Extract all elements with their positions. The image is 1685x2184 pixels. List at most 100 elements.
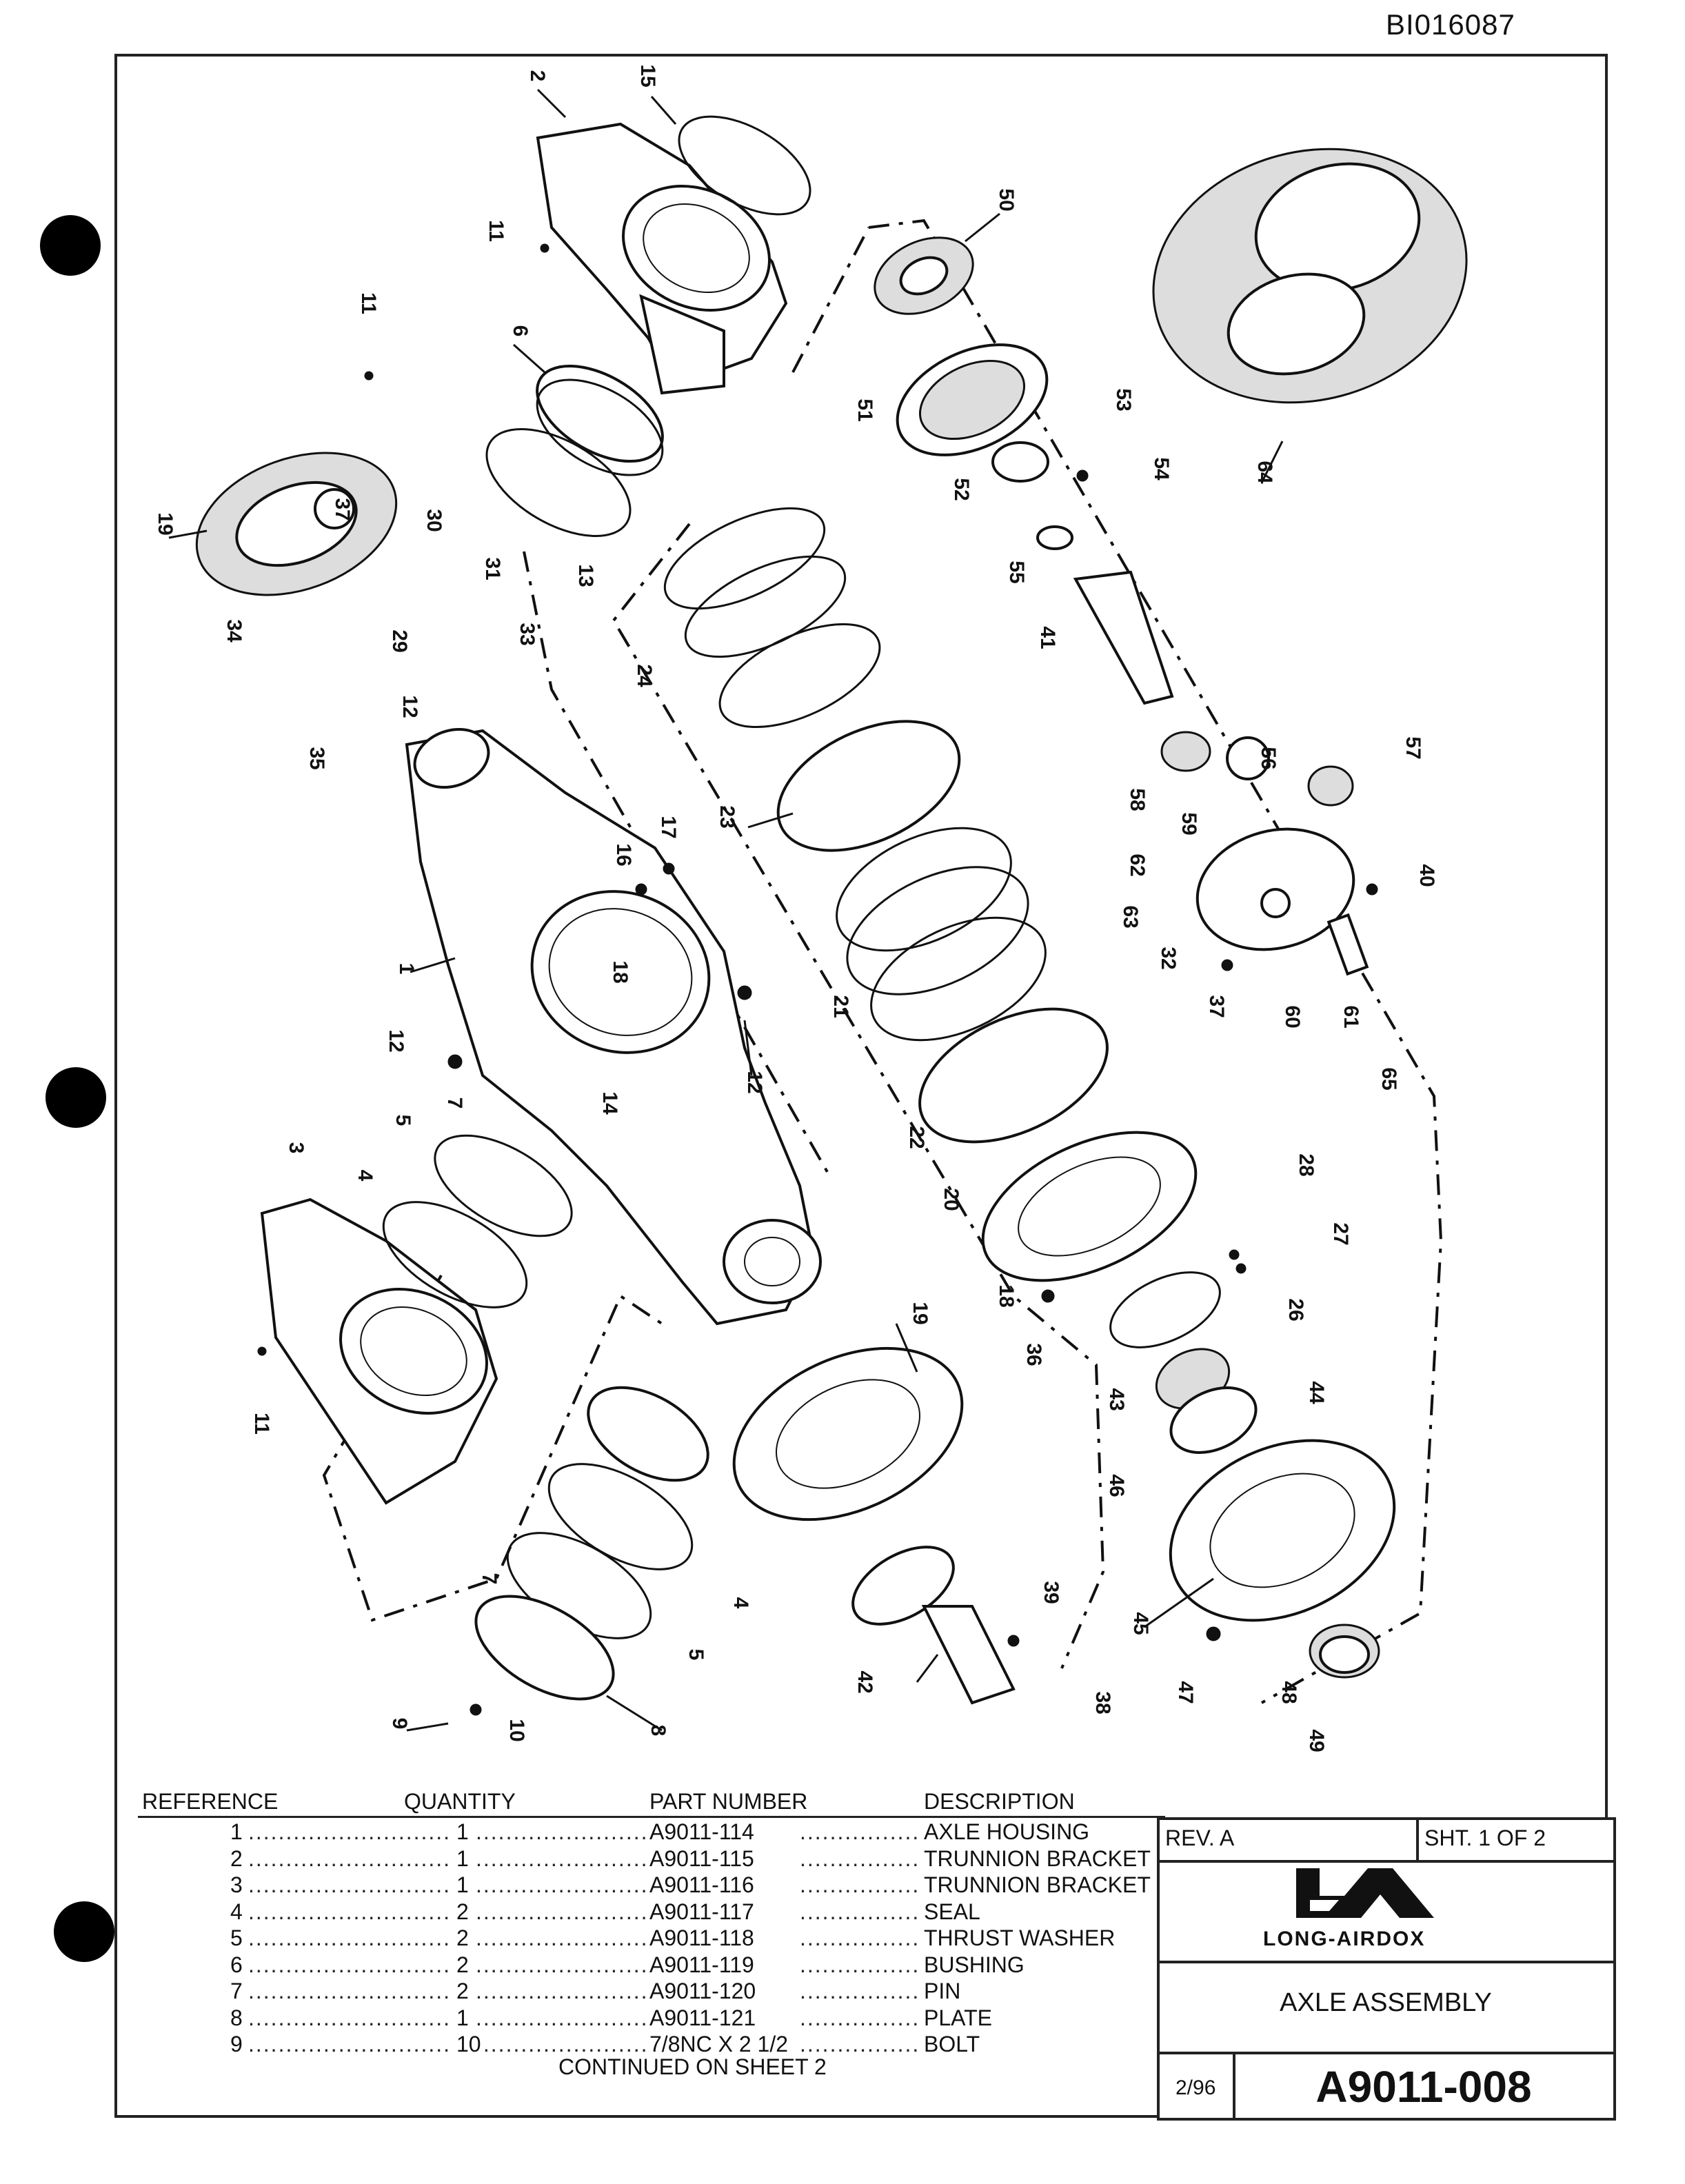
callout-63: 63 [1119,905,1142,928]
callout-2: 2 [526,70,549,82]
drawing-frame [114,54,1608,2118]
callout-21: 21 [829,995,852,1018]
callout-1: 1 [395,963,418,975]
callout-23: 23 [716,805,738,828]
fasteners [257,243,1378,1716]
callout-19: 19 [154,512,176,535]
callout-57: 57 [1402,736,1424,759]
row-part-number: A9011-119 [649,1952,756,1977]
callout-29: 29 [388,629,411,652]
seal-ring-24a [663,507,826,610]
callout-45: 45 [1129,1612,1152,1635]
callout-8: 8 [647,1725,669,1737]
row-part-number: A9011-115 [649,1846,756,1871]
callout-28: 28 [1295,1153,1318,1176]
callout-22: 22 [905,1126,928,1149]
callout-12: 12 [385,1029,407,1052]
parts-row: ........................................… [138,1845,1165,1871]
seal-ring-15 [678,115,811,216]
drawing-title: AXLE ASSEMBLY [1280,1988,1492,2017]
punch-hole-middle [46,1067,106,1128]
callout-34: 34 [223,619,245,643]
row-description: PLATE [924,2005,993,2030]
row-description: TRUNNION BRACKET [924,1846,1152,1871]
callout-17: 17 [657,816,680,838]
callout-53: 53 [1112,388,1135,411]
callout-50: 50 [995,188,1018,211]
callout-41: 41 [1036,626,1059,649]
callout-40: 40 [1415,864,1438,887]
callout-35: 35 [305,747,328,769]
row-description: TRUNNION BRACKET [924,1872,1152,1898]
leader-dots: ........................................… [476,1979,648,2003]
leader-dots: ........................................… [476,1925,648,1950]
callout-18: 18 [995,1284,1018,1307]
row-part-number: A9011-121 [649,2005,758,2030]
callout-37: 37 [1205,995,1228,1018]
drawing-number: A9011-008 [1315,2062,1532,2112]
callout-43: 43 [1105,1388,1128,1410]
callout-12: 12 [398,695,421,718]
row-reference: 3 [229,1872,244,1898]
row-part-number: A9011-116 [649,1872,756,1898]
callout-6: 6 [509,325,532,337]
phantom-line-upper [868,219,1443,1704]
parts-list-header: REFERENCE QUANTITY PART NUMBER DESCRIPTI… [138,1788,1165,1818]
header-description: DESCRIPTION [924,1789,1075,1814]
phantom-line-lower [523,551,829,1173]
row-quantity: 2 [455,1899,470,1924]
callout-30: 30 [423,509,445,532]
leader-dots: ........................................… [800,1925,921,1950]
callout-9: 9 [388,1718,411,1730]
row-quantity: 1 [455,2005,470,2030]
leader-dots: ........................................… [800,1952,921,1977]
leader-dots: ........................................… [800,2032,921,2056]
leader-dots: ........................................… [248,1979,450,2003]
callout-56: 56 [1257,747,1280,769]
row-quantity: 10 [455,2032,483,2057]
callout-47: 47 [1174,1681,1197,1703]
leader-lines [168,88,1284,1732]
leader-dots: ........................................… [800,1899,921,1924]
leader-dots: ........................................… [476,1846,648,1871]
callout-27: 27 [1329,1222,1352,1245]
ring-gear-51 [896,343,1049,456]
callout-31: 31 [481,557,504,580]
leader-dots: ........................................… [248,2005,450,2030]
wheel-hub [1169,1439,1396,1622]
phantom-line-center [612,523,1105,1669]
callout-18: 18 [609,960,632,983]
callout-4: 4 [354,1170,376,1182]
leader-dots: ........................................… [476,1872,648,1897]
brake-disc-21b [846,866,1029,995]
callout-13: 13 [574,564,597,587]
row-description: SEAL [924,1899,982,1924]
sun-gear-50 [874,236,974,315]
leader-dots: ........................................… [800,1846,921,1871]
plate-8 [474,1595,615,1701]
callout-circle-56 [1226,736,1270,780]
planet-pin-61 [1326,913,1369,976]
row-reference: 4 [229,1899,244,1924]
callout-15: 15 [636,64,659,87]
callout-58: 58 [1126,788,1149,811]
callout-11: 11 [485,220,507,242]
row-description: BUSHING [924,1952,1026,1977]
callout-12: 12 [743,1071,766,1093]
leader-dots: ........................................… [248,1819,450,1844]
planet-gear-58 [1160,731,1211,772]
title-block-number-cell [1233,2052,1616,2121]
leader-dots: ........................................… [476,2032,648,2056]
leader-dots: ........................................… [248,1846,450,1871]
row-quantity: 2 [455,1925,470,1951]
leader-dots: ........................................… [476,1952,648,1977]
seal-ring-13 [485,428,632,537]
callout-64: 64 [1253,461,1276,484]
leader-dots: ........................................… [800,2005,921,2030]
callout-54: 54 [1150,457,1173,481]
leader-dots: ........................................… [248,1925,450,1950]
trunnion-bracket-top [536,122,788,395]
row-reference: 7 [229,1979,244,2004]
brake-disc-21a [836,827,1012,952]
